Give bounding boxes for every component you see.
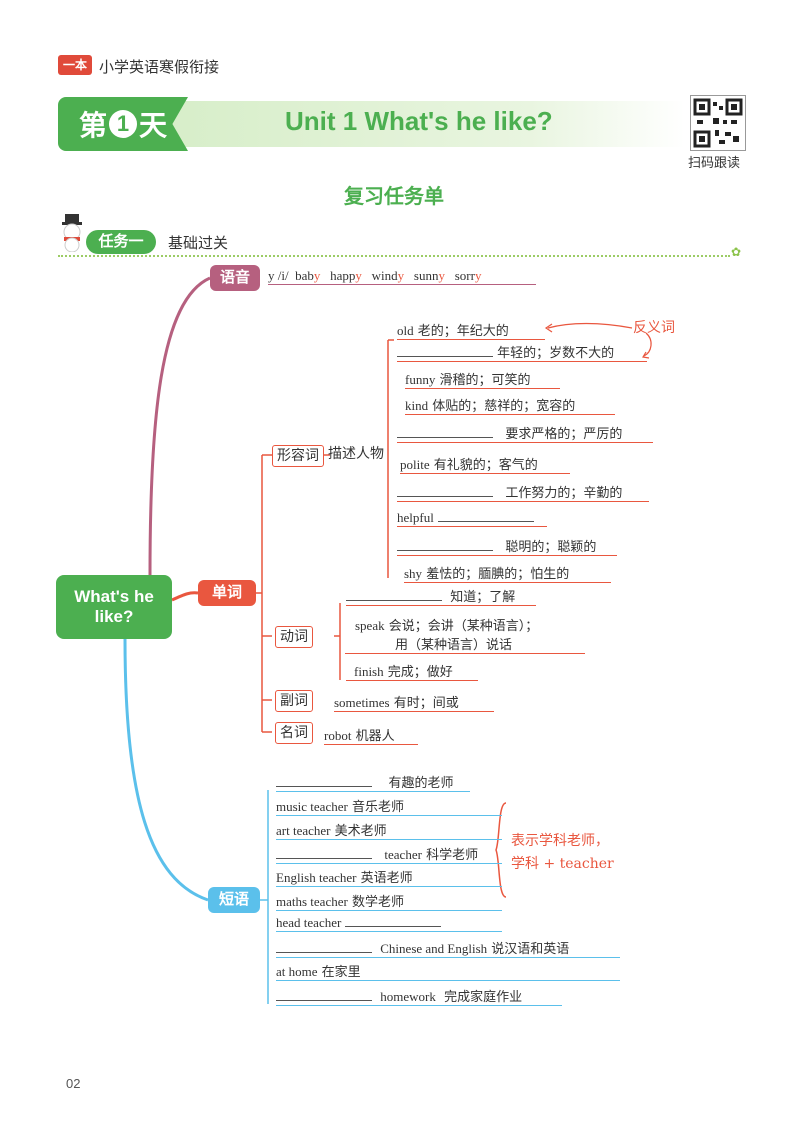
day-badge: 第 1 天 — [58, 97, 188, 151]
phonics-line: y /i/ baby happy windy sunny sorry — [268, 268, 536, 285]
category-noun: 名词 — [275, 722, 313, 744]
series-badge: 一本 — [58, 55, 92, 75]
flower-icon: ✿ — [731, 245, 742, 259]
phrase-row: teacher 科学老师 — [276, 844, 502, 864]
phrase-row: art teacher 美术老师 — [276, 820, 502, 840]
task-divider — [58, 255, 730, 257]
phonics-word: happy — [330, 268, 362, 283]
answer-blank — [397, 538, 493, 551]
answer-blank — [276, 988, 372, 1001]
verb-row-cont: 用（某种语言）说话 — [345, 634, 585, 654]
phonics-word: sunny — [413, 268, 445, 283]
adj-row: funny 滑稽的；可笑的 — [405, 369, 560, 389]
phrase-row: 有趣的老师 — [276, 772, 470, 792]
phonics-rule: y /i/ — [268, 268, 289, 283]
snowman-icon — [58, 212, 88, 253]
category-adverb: 副词 — [275, 690, 313, 712]
adj-row: old 老的；年纪大的 — [397, 320, 545, 340]
series-title: 小学英语寒假衔接 — [99, 59, 220, 76]
qr-label: 扫码跟读 — [688, 155, 741, 170]
phrase-row: maths teacher 数学老师 — [276, 891, 502, 911]
phrase-row: music teacher 音乐老师 — [276, 796, 502, 816]
answer-blank — [276, 940, 372, 953]
adj-row: shy 羞怯的；腼腆的；怕生的 — [404, 563, 611, 583]
phonics-word: windy — [371, 268, 405, 283]
subject-note-line2: 学科 + teacher — [511, 856, 614, 872]
antonym-note: 反义词 — [633, 320, 675, 336]
unit-title: Unit 1 What's he like? — [285, 106, 553, 136]
category-adjective: 形容词 — [272, 445, 324, 467]
adj-row: 聪明的；聪颖的 — [397, 536, 617, 556]
answer-blank — [346, 588, 442, 601]
adverb-row: sometimes 有时；间或 — [334, 692, 494, 712]
verb-row: 知道；了解 — [346, 586, 536, 606]
task-description: 基础过关 — [168, 235, 229, 252]
phrase-row: Chinese and English 说汉语和英语 — [276, 938, 620, 958]
qr-code-icon[interactable] — [690, 95, 746, 151]
branch-phonics: 语音 — [210, 265, 260, 291]
category-verb: 动词 — [275, 626, 313, 648]
category-adjective-sub: 描述人物 — [328, 446, 384, 462]
phonics-word: sorry — [454, 268, 482, 283]
answer-blank — [397, 344, 493, 357]
task-label: 任务一 — [86, 230, 156, 254]
adj-row: kind 体贴的；慈祥的；宽容的 — [405, 395, 615, 415]
mindmap-root: What's he like? — [56, 575, 172, 639]
answer-blank — [345, 914, 442, 927]
phrase-row: at home 在家里 — [276, 961, 620, 981]
phrase-row: English teacher 英语老师 — [276, 867, 502, 887]
answer-blank — [397, 484, 493, 497]
branch-words: 单词 — [198, 580, 256, 606]
adj-row: 要求严格的；严厉的 — [397, 423, 653, 443]
adj-row: 年轻的；岁数不大的 — [397, 342, 647, 362]
answer-blank — [276, 774, 372, 787]
phonics-word: baby — [295, 268, 321, 283]
page-number: 02 — [66, 1076, 81, 1091]
adj-row: polite 有礼貌的；客气的 — [400, 454, 570, 474]
title-banner — [170, 101, 685, 147]
adj-row: 工作努力的；辛勤的 — [397, 482, 649, 502]
adj-row: helpful — [397, 509, 547, 527]
verb-row: speak 会说；会讲（某种语言）； — [355, 618, 539, 634]
page-subtitle: 复习任务单 — [344, 186, 444, 208]
phrase-row: head teacher — [276, 914, 502, 932]
answer-blank — [276, 846, 372, 859]
day-number: 1 — [109, 110, 137, 138]
verb-row: finish 完成；做好 — [346, 661, 478, 681]
noun-row: robot 机器人 — [324, 725, 418, 745]
branch-phrases: 短语 — [208, 887, 260, 913]
phrase-row: homework 完成家庭作业 — [276, 986, 562, 1006]
subject-note-line1: 表示学科老师， — [511, 833, 609, 849]
day-prefix: 第 — [78, 110, 107, 141]
answer-blank — [397, 425, 493, 438]
day-suffix: 天 — [139, 110, 168, 141]
answer-blank — [437, 509, 534, 522]
